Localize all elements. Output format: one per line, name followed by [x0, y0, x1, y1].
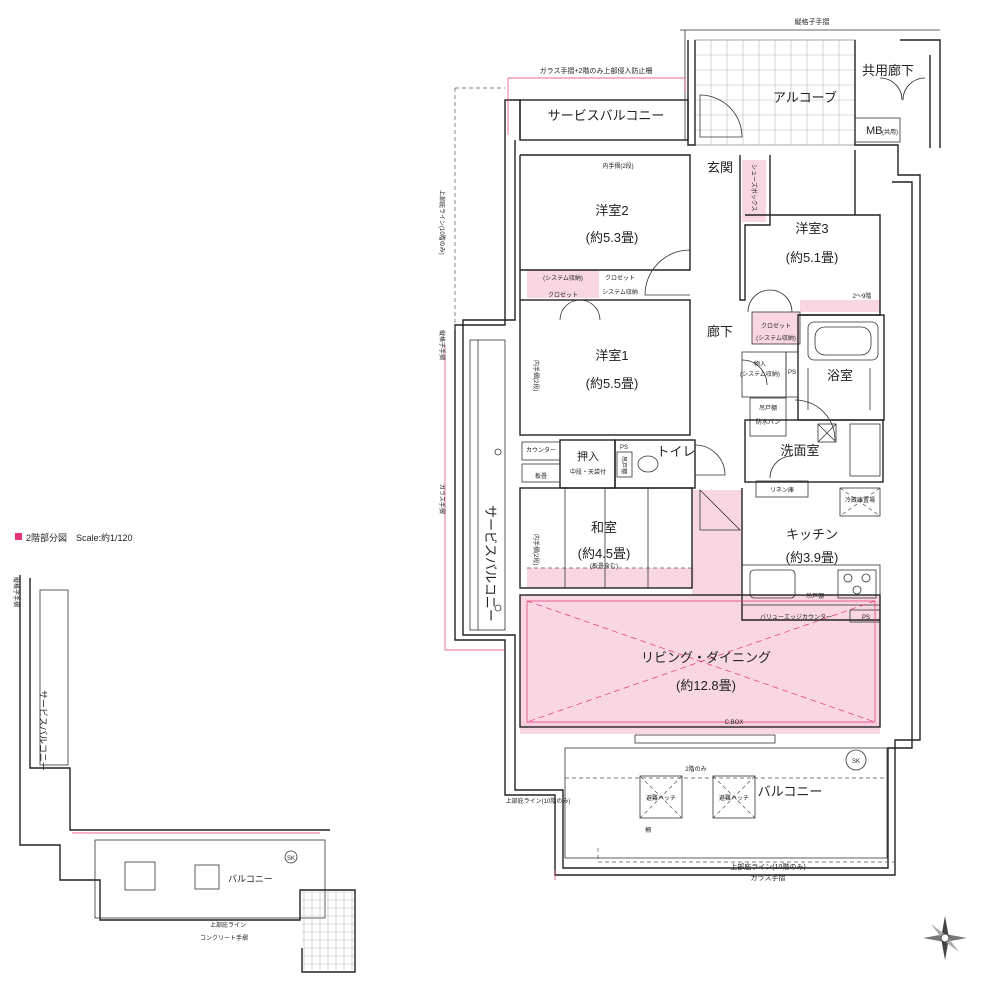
note-system-storage-2: システム収納	[602, 288, 638, 296]
room-ldk-size: (約12.8畳)	[676, 678, 736, 693]
room-western1: 洋室1	[595, 348, 628, 363]
room-service-balcony-top: サービスバルコニー	[548, 108, 665, 123]
inset-lattice: 縦格子手摺	[12, 577, 20, 607]
room-common-corridor: 共用廊下	[862, 63, 914, 78]
note-storage: 物入	[754, 360, 766, 368]
room-kitchen: キッチン	[786, 527, 838, 542]
note-lattice-left: 縦格子手摺	[438, 330, 446, 360]
note-cbox: C.BOX	[725, 720, 744, 726]
room-western2-size: (約5.3畳)	[586, 230, 639, 245]
inset-plan: 2階部分図 Scale:約1/120 サービスバルコニー バルコニー SK 上部…	[12, 532, 356, 973]
room-washitsu: 和室	[591, 520, 617, 535]
room-kitchen-size: (約3.9畳)	[786, 550, 839, 565]
note-sk: SK	[852, 759, 860, 765]
note-glass-handrail-bottom: ガラス手摺	[751, 873, 786, 882]
note-inner-handrail-2: 内手摺(2段)	[602, 162, 633, 170]
note-itadatami: 板畳	[535, 472, 547, 480]
room-service-balcony-side: サービスバルコニー	[483, 505, 498, 622]
inset-sk: SK	[287, 856, 295, 862]
room-western3: 洋室3	[795, 221, 828, 236]
room-corridor: 廊下	[707, 324, 733, 339]
inset-eave: 上部庇ライン	[210, 921, 246, 929]
note-ps-1: PS	[788, 370, 796, 376]
room-western2: 洋室2	[595, 203, 628, 218]
note-closet-3-sub: (システム収納)	[756, 334, 796, 342]
note-waterproof-pan: 防水パン	[756, 418, 780, 426]
outer-walls	[454, 29, 941, 876]
small-notes: 縦格子手摺 ガラス手摺+2階のみ上部侵入防止柵 内手摺(2段) シューズボックス…	[438, 17, 875, 882]
note-floor2-only: 2階のみ	[685, 765, 706, 773]
note-ps-3: PS	[862, 615, 870, 621]
inset-service-balcony: サービスバルコニー	[38, 690, 48, 771]
room-western3-size: (約5.1畳)	[786, 250, 839, 265]
note-upper-eave-side: 上部庇ライン(10階のみ)	[438, 190, 446, 255]
note-hatch-left: 避難ハッチ	[646, 794, 676, 802]
room-alcove: アルコーブ	[773, 90, 837, 105]
inset-concrete: コンクリート手摺	[200, 934, 248, 942]
room-ldk: リビング・ダイニング	[641, 650, 771, 665]
inset-balcony: バルコニー	[228, 874, 273, 884]
note-upper-eave-left: 上部庇ライン(10階のみ)	[506, 797, 571, 805]
note-inner-handrail-washitsu: 内手摺(2段)	[532, 534, 540, 565]
room-entrance: 玄関	[707, 160, 733, 175]
room-western1-size: (約5.5畳)	[586, 376, 639, 391]
note-upper-eave-bottom: 上部庇ライン(10階のみ)	[730, 862, 805, 871]
note-value-edge-counter: バリューエッジカウンター	[760, 613, 832, 621]
room-mb: MB	[866, 125, 883, 137]
note-ps-2: PS	[620, 445, 628, 451]
note-system-storage-1: (システム収納)	[543, 274, 583, 282]
note-oshiire-sub: 中段・天袋付	[570, 468, 606, 476]
note-glass-handrail: ガラス手摺+2階のみ上部侵入防止柵	[540, 66, 653, 75]
note-closet-2: クロゼット	[605, 274, 635, 282]
note-hatch-right: 避難ハッチ	[719, 794, 749, 802]
room-washroom: 洗面室	[780, 443, 819, 458]
room-mb-note: (共用)	[882, 128, 898, 136]
note-glass-left: ガラス手摺	[438, 484, 446, 514]
doors	[559, 77, 926, 531]
note-toilet-shelf: 吊戸棚	[620, 456, 628, 474]
pink-annotations	[444, 77, 686, 880]
compass-icon	[923, 916, 967, 960]
note-storage-sub: (システム収納)	[740, 370, 780, 378]
room-toilet: トイレ	[656, 444, 695, 459]
note-linen: リネン庫	[770, 486, 794, 494]
room-labels: アルコーブ 共用廊下 MB (共用) サービスバルコニー 玄関 洋室2 (約5.…	[483, 63, 914, 799]
room-washitsu-note: (板畳含む)	[590, 562, 618, 570]
room-balcony: バルコニー	[758, 784, 823, 799]
note-floors-2-9: 2〜9階	[853, 292, 872, 300]
note-fence: 柵	[645, 826, 651, 834]
note-shelf-hanging: 吊戸棚	[759, 404, 777, 412]
note-lattice-top: 縦格子手摺	[795, 17, 830, 26]
note-closet-1: クロゼット	[548, 291, 578, 299]
note-inner-handrail-west1: 内手摺(2段)	[532, 360, 540, 391]
inset-legend: 2階部分図 Scale:約1/120	[26, 532, 133, 543]
note-closet-3: クロゼット	[761, 322, 791, 330]
note-fridge: 冷蔵庫置場	[845, 496, 875, 504]
room-washitsu-size: (約4.5畳)	[578, 546, 631, 561]
pink-zones	[520, 160, 880, 734]
note-shoe-box: シューズボックス	[750, 164, 758, 212]
room-bath: 浴室	[827, 368, 853, 383]
note-counter: カウンター	[526, 446, 556, 454]
note-kitchen-shelf: 吊戸棚	[806, 592, 824, 600]
interior-walls	[454, 87, 895, 863]
note-oshiire: 押入	[577, 449, 599, 463]
